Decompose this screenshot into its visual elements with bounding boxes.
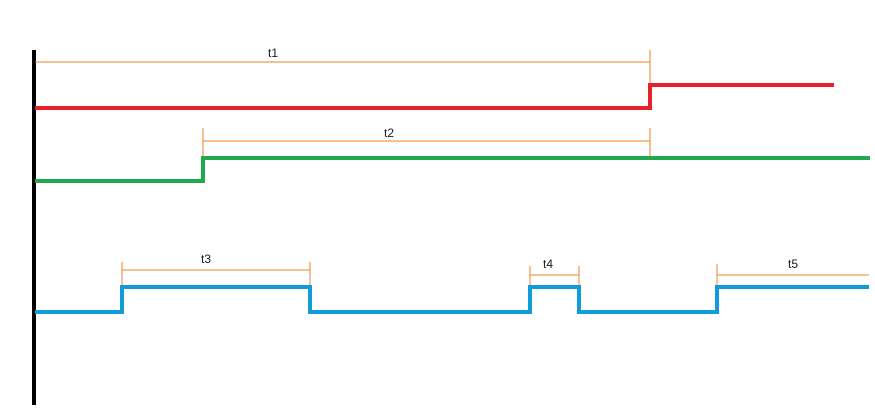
- signal-green: [35, 156, 870, 183]
- interval-marker-t5-label: t5: [788, 257, 798, 271]
- interval-markers-group: t1 t2 t3 t4 t5: [35, 46, 869, 287]
- interval-marker-t3: t3: [121, 252, 311, 287]
- signal-blue: [35, 285, 869, 314]
- interval-marker-t5: t5: [716, 257, 869, 287]
- signal-waveforms-group: [35, 83, 870, 314]
- interval-marker-t4-label: t4: [543, 257, 553, 271]
- interval-marker-t3-label: t3: [201, 252, 211, 266]
- interval-marker-t4: t4: [529, 257, 580, 287]
- signal-red: [35, 83, 834, 110]
- interval-marker-t1-label: t1: [268, 46, 278, 60]
- interval-marker-t2: t2: [202, 126, 651, 158]
- interval-marker-t2-label: t2: [384, 126, 394, 140]
- interval-marker-t1: t1: [35, 46, 651, 101]
